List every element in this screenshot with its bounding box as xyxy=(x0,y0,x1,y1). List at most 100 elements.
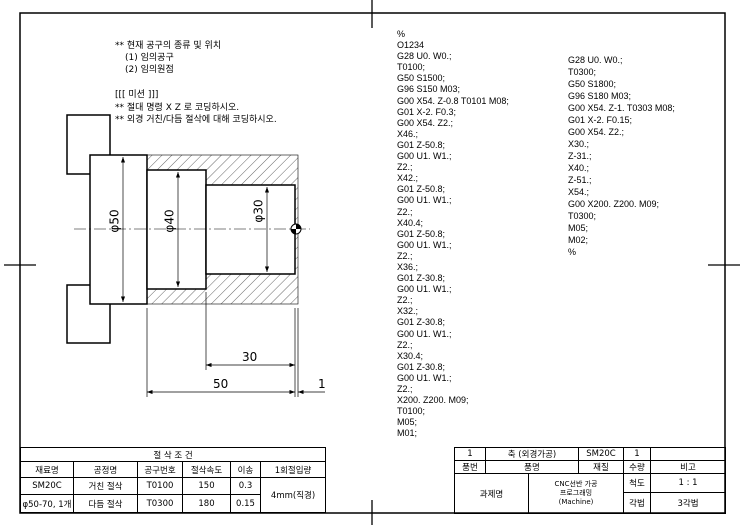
code-line: G01 X-2. F0.15; xyxy=(568,115,633,125)
note-origin: (2) 임의원점 xyxy=(125,65,174,75)
code-line: T0300; xyxy=(568,67,597,77)
note-tool-position: ** 현재 공구의 종류 및 위치 xyxy=(115,41,222,51)
projection-label: 각법 xyxy=(623,492,651,514)
code-line: G96 S150 M03; xyxy=(397,84,461,95)
material: SM20C xyxy=(578,447,624,461)
dimension-lines xyxy=(120,157,325,397)
mission-2: ** 외경 거친/다듬 절삭에 대해 코딩하시오. xyxy=(115,115,277,125)
code-line: M05; xyxy=(568,223,589,233)
code-line: X40.; xyxy=(568,163,590,173)
cutting-conditions-table: 절 삭 조 건 재료명 공정명 공구번호 절삭속도 이송 1회절입량 SM20C… xyxy=(19,447,327,513)
cell: 180 xyxy=(182,494,231,513)
header-part-name: 품명 xyxy=(485,460,579,474)
scale-value: 1 : 1 xyxy=(650,473,726,493)
code-line: X42.; xyxy=(397,173,419,184)
code-line: G00 X200. Z200. M09; xyxy=(568,199,660,209)
code-line: % xyxy=(568,247,577,257)
quantity: 1 xyxy=(623,447,651,461)
program-finish: G28 U0. W0.;T0300;G50 S1800;G96 S180 M03… xyxy=(568,54,675,258)
code-line: M02; xyxy=(568,235,589,245)
code-line: X200. Z200. M09; xyxy=(397,395,469,406)
code-line: G01 Z-50.8; xyxy=(397,139,446,150)
code-line: G50 S1500; xyxy=(397,73,446,84)
code-line: G00 U1. W1.; xyxy=(397,284,452,295)
header-cell: 이송 xyxy=(230,461,261,478)
header-material: 재질 xyxy=(578,460,624,474)
code-line: Z2.; xyxy=(397,295,413,306)
code-line: Z2.; xyxy=(397,384,413,394)
code-line: O1234 xyxy=(397,40,425,51)
code-line: G00 X54. Z-0.8 T0101 M08; xyxy=(397,95,509,106)
code-line: Z2.; xyxy=(397,162,413,173)
code-line: G01 Z-30.8; xyxy=(397,317,446,328)
code-line: G28 U0. W0.; xyxy=(397,51,452,62)
code-line: G01 Z-30.8; xyxy=(397,273,446,284)
header-quantity: 수량 xyxy=(623,460,651,474)
project-line: 프로그래밍 xyxy=(559,489,593,497)
code-line: G00 X54. Z2.; xyxy=(568,127,625,137)
cell: 다듬 절삭 xyxy=(73,494,138,513)
origin-symbol xyxy=(290,223,302,235)
remark xyxy=(650,447,726,461)
code-line: X30.4; xyxy=(397,350,424,361)
project-line: (Machine) xyxy=(558,498,594,506)
code-line: G00 U1. W1.; xyxy=(397,195,452,206)
code-line: Z2.; xyxy=(397,250,413,261)
cell: 0.15 xyxy=(230,494,261,513)
dim-dia50: φ50 xyxy=(107,209,122,233)
cell: 150 xyxy=(182,477,231,495)
code-line: T0100; xyxy=(397,406,426,417)
code-line: G01 Z-30.8; xyxy=(397,361,446,372)
code-line: G00 U1. W1.; xyxy=(397,372,452,383)
note-tool: (1) 임의공구 xyxy=(125,53,174,63)
table-row: SM20C 거친 절삭 T0100 150 0.3 4mm(직경) xyxy=(20,477,327,513)
title-block: 1 축 (외경가공) SM20C 1 품번 품명 재질 수량 비고 과제명 CN… xyxy=(454,447,726,514)
code-line: Z2.; xyxy=(397,206,413,217)
code-line: X30.; xyxy=(568,139,590,149)
project-line: CNC선반 가공 xyxy=(554,480,598,488)
part-number: 1 xyxy=(454,447,486,461)
code-line: Z-51.; xyxy=(568,175,592,185)
code-line: G28 U0. W0.; xyxy=(568,55,623,65)
code-line: G96 S180 M03; xyxy=(568,91,632,101)
dim-dia40: φ40 xyxy=(162,209,177,233)
code-line: X40.4; xyxy=(397,217,424,228)
code-line: M05; xyxy=(397,417,418,428)
header-cell: 공구번호 xyxy=(137,461,183,478)
code-line: T0100; xyxy=(397,62,426,73)
header-part-number: 품번 xyxy=(454,460,486,474)
code-line: Z2.; xyxy=(397,339,413,350)
code-line: X46.; xyxy=(397,128,419,139)
code-line: G00 X54. Z-1. T0303 M08; xyxy=(568,103,675,113)
code-line: G00 U1. W1.; xyxy=(397,151,452,162)
depth-cell: 4mm(직경) xyxy=(259,477,327,513)
code-line: X32.; xyxy=(397,306,419,317)
cell: 0.3 xyxy=(230,477,261,495)
code-line: Z-31.; xyxy=(568,151,592,161)
code-line: X36.; xyxy=(397,261,419,272)
header-cell: 절삭속도 xyxy=(182,461,231,478)
dim-length-30: 30 xyxy=(242,350,258,364)
header-remark: 비고 xyxy=(650,460,726,474)
table-title: 절 삭 조 건 xyxy=(19,447,327,462)
dim-length-1: 1 xyxy=(318,377,326,391)
cell: T0100 xyxy=(137,477,183,495)
mission-title: [[[ 미션 ]]] xyxy=(115,90,159,100)
code-line: G01 Z-50.8; xyxy=(397,184,446,195)
project-label: 과제명 xyxy=(454,473,529,514)
cell: T0300 xyxy=(137,494,183,513)
code-line: X54.; xyxy=(568,187,590,197)
project-name: CNC선반 가공 프로그래밍 (Machine) xyxy=(528,473,624,514)
code-line: G00 U1. W1.; xyxy=(397,239,452,250)
part-name: 축 (외경가공) xyxy=(485,447,579,461)
dim-dia30: φ30 xyxy=(251,199,266,223)
mission-1: ** 절대 명령 X Z 로 코딩하시오. xyxy=(115,103,240,113)
header-cell: 재료명 xyxy=(20,461,74,478)
code-line: G00 X54. Z2.; xyxy=(397,117,454,128)
header-cell: 1회절입량 xyxy=(259,461,327,478)
cell: 거친 절삭 xyxy=(73,477,138,495)
code-line: % xyxy=(397,29,406,39)
code-line: T0300; xyxy=(568,211,597,221)
